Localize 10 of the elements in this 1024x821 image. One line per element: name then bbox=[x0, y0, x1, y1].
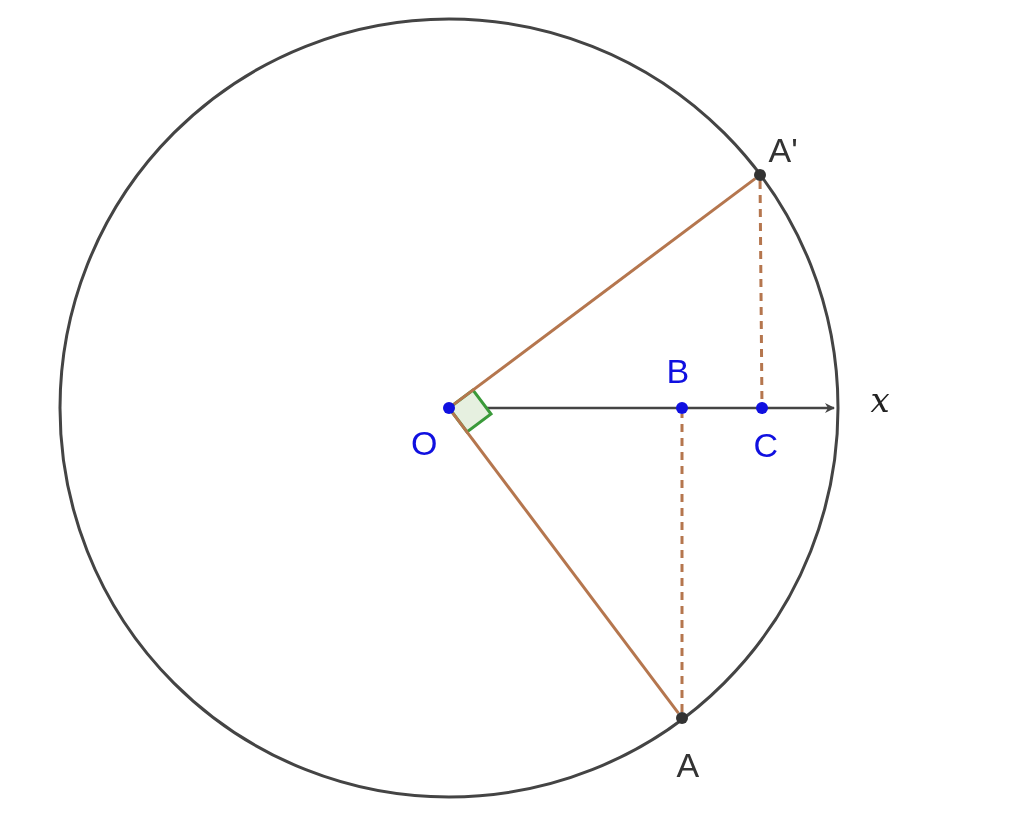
line-segment bbox=[451, 411, 680, 715]
line-segment bbox=[452, 177, 757, 406]
point-label: A' bbox=[768, 132, 798, 168]
point-label: C bbox=[753, 427, 779, 463]
dashed-line bbox=[680, 414, 684, 712]
axis-label: x bbox=[870, 382, 890, 418]
point-label: A bbox=[676, 747, 700, 783]
dashed-line bbox=[758, 181, 764, 402]
point-label: O bbox=[411, 425, 438, 461]
point-label: B bbox=[666, 353, 690, 389]
